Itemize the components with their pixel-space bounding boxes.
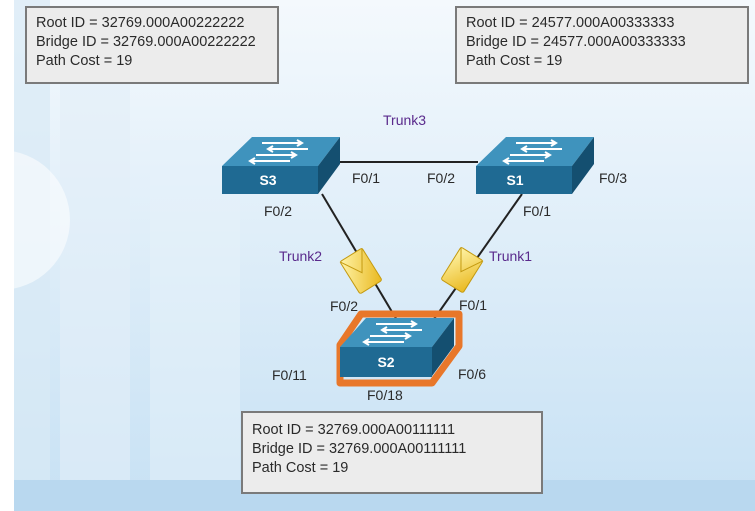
switch-label-s1: S1 <box>506 172 523 188</box>
port-label-s1-f02: F0/2 <box>427 170 456 186</box>
s1-stp-info-box: Root ID = 24577.000A00333333 Bridge ID =… <box>455 6 749 84</box>
switch-top <box>476 137 594 166</box>
path-cost-text: Path Cost = 19 <box>466 53 563 69</box>
root-id-text: Root ID = 32769.000A00222222 <box>36 15 245 31</box>
port-label-s2-f02: F0/2 <box>330 298 359 314</box>
switch-label-s3: S3 <box>259 172 276 188</box>
s3-stp-info-box: Root ID = 32769.000A00222222 Bridge ID =… <box>25 6 279 84</box>
port-label-s1-f03: F0/3 <box>599 170 628 186</box>
switch-label-s2: S2 <box>377 354 394 370</box>
switch-icon <box>502 139 562 165</box>
switch-side <box>318 137 340 194</box>
switch-icon <box>248 139 308 165</box>
bridge-id-text: Bridge ID = 24577.000A00333333 <box>466 34 686 50</box>
root-id-text: Root ID = 24577.000A00333333 <box>466 15 675 31</box>
switch-s2[interactable]: S2 <box>336 310 463 387</box>
background-circle <box>0 150 70 290</box>
trunk1-label: Trunk1 <box>489 248 533 264</box>
port-label-s2-f06: F0/6 <box>458 366 487 382</box>
switch-s1[interactable]: S1 <box>476 137 594 194</box>
port-label-s3-f02: F0/2 <box>264 203 293 219</box>
port-label-s1-f01: F0/1 <box>523 203 552 219</box>
switch-front <box>340 347 432 377</box>
port-label-s3-f01: F0/1 <box>352 170 381 186</box>
path-cost-text: Path Cost = 19 <box>36 53 133 69</box>
bpdu-envelope-icon <box>339 247 382 294</box>
switch-front <box>222 166 318 194</box>
background-band <box>150 140 240 511</box>
s2-stp-info-box: Root ID = 32769.000A00111111 Bridge ID =… <box>241 411 543 494</box>
switch-top <box>222 137 340 166</box>
switch-side <box>432 318 454 376</box>
path-cost-text: Path Cost = 19 <box>252 460 349 476</box>
root-id-text: Root ID = 32769.000A00111111 <box>252 422 456 438</box>
bridge-id-text: Bridge ID = 32769.000A00222222 <box>36 34 256 50</box>
trunk2-label: Trunk2 <box>279 248 323 264</box>
port-label-s2-f011: F0/11 <box>272 367 307 383</box>
port-label-s2-f01: F0/1 <box>459 297 488 313</box>
bpdu-envelope-icon <box>441 246 484 293</box>
port-label-s2-f018: F0/18 <box>367 387 403 403</box>
bridge-id-text: Bridge ID = 32769.000A00111111 <box>252 441 467 457</box>
switch-icon <box>362 320 422 346</box>
switch-s3[interactable]: S3 <box>222 137 340 194</box>
root-highlight <box>336 310 463 387</box>
switch-side <box>572 137 594 194</box>
switch-front <box>476 166 572 194</box>
background-band <box>60 70 130 511</box>
trunk3-label: Trunk3 <box>383 112 427 128</box>
